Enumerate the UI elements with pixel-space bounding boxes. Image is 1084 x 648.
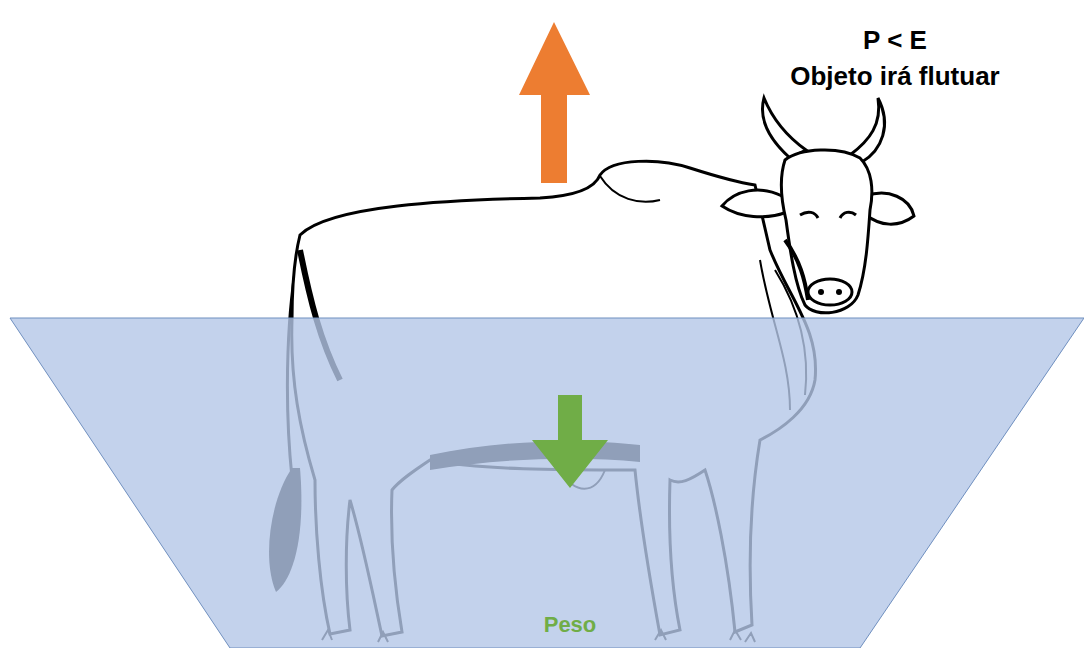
cow-muzzle xyxy=(808,279,852,305)
cow-eye xyxy=(800,212,818,218)
cow-horn xyxy=(762,98,806,158)
result-text: Objeto irá flutuar xyxy=(700,62,1084,92)
cow-face-shade xyxy=(785,240,808,300)
cow-horn xyxy=(850,98,885,162)
weight-arrow xyxy=(532,395,608,488)
cow-hump-line xyxy=(600,176,660,202)
buoyancy-arrow xyxy=(519,22,590,183)
condition-text: P < E xyxy=(795,26,995,56)
cow-nostril xyxy=(836,289,842,295)
water-trapezoid xyxy=(10,318,1084,648)
cow-eye xyxy=(840,212,856,218)
cow-head xyxy=(781,150,872,313)
weight-label: Peso xyxy=(510,612,630,637)
cow-ear xyxy=(722,190,787,217)
cow-ear xyxy=(866,193,914,224)
cow-nostril xyxy=(818,289,824,295)
